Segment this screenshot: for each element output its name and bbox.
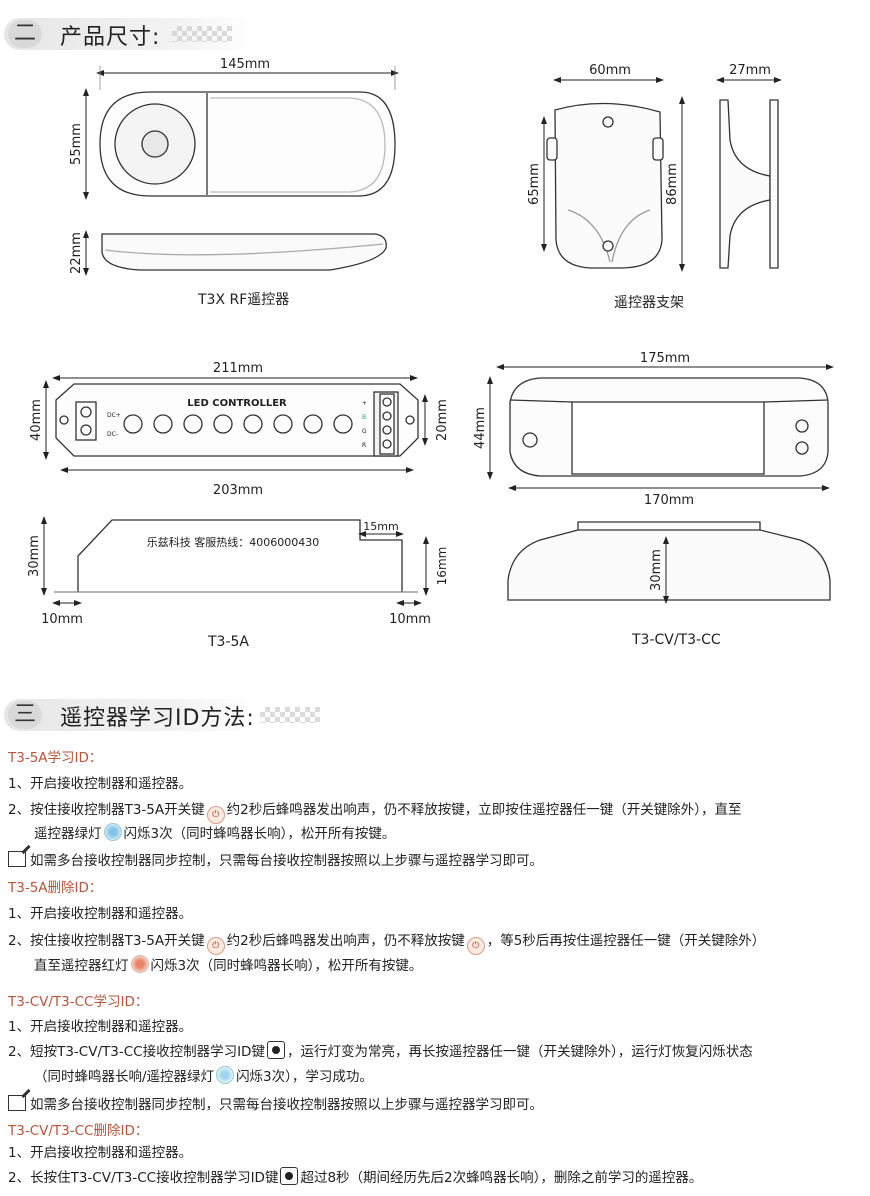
section-number: 二 <box>8 20 42 48</box>
t35-side-height-label: 30mm <box>27 535 42 577</box>
remote-width-label: 145mm <box>220 57 270 72</box>
step-text: 闪烁3次（同时蜂鸣器长响），松开所有按键。 <box>123 826 396 842</box>
t35-learn-step2-cont: 遥控器绿灯 闪烁3次（同时蜂鸣器长响），松开所有按键。 <box>34 822 395 842</box>
dimension-drawings: 145mm 55mm 22mm 60mm 65mm 86mm 27mm 211m… <box>27 57 834 627</box>
note-text: 如需多台接收控制器同步控制，只需每台接收控制器按照以上步骤与遥控器学习即可。 <box>30 1097 543 1113</box>
checker-decoration <box>260 707 320 723</box>
bracket-height2-label: 86mm <box>665 163 680 205</box>
section-header-learning: 三 遥控器学习ID方法: <box>4 695 334 735</box>
t35-height2-label: 20mm <box>435 399 450 441</box>
remote-side-view <box>101 233 387 271</box>
step-text: 2、按住接收控制器T3-5A开关键 <box>8 933 205 949</box>
bracket-caption: 遥控器支架 <box>614 295 684 311</box>
note-icon <box>8 1095 26 1111</box>
cv-delete-step2: 2、长按住T3-CV/T3-CC接收控制器学习ID键 超过8秒（期间经历先后2次蜂… <box>8 1166 702 1186</box>
note-icon <box>8 851 26 867</box>
cv-learn-step2: 2、短按T3-CV/T3-CC接收控制器学习ID键 ，运行灯变为常亮，再长按遥控器… <box>8 1040 753 1060</box>
learn-id-key-icon <box>266 1041 285 1059</box>
ch-b-label: B <box>362 414 366 421</box>
step-text: 约2秒后蜂鸣器发出响声，仍不释放按键 <box>226 933 465 949</box>
cv-side-height-label: 30mm <box>649 549 664 591</box>
t35-learn-title: T3-5A学习ID： <box>8 750 103 766</box>
remote-caption: T3X RF遥控器 <box>198 292 290 308</box>
step-text: 闪烁3次），学习成功。 <box>236 1069 373 1085</box>
bracket-width-label: 60mm <box>589 63 631 78</box>
t35-learn-step1: 1、开启接收控制器和遥控器。 <box>8 776 193 792</box>
step-text: ，运行灯变为常亮，再长按遥控器任一键（开关键除外），运行灯恢复闪烁状态 <box>286 1044 753 1060</box>
t35-top-view <box>55 383 419 457</box>
step-text: 2、按住接收控制器T3-5A开关键 <box>8 802 205 818</box>
remote-height-label: 55mm <box>69 123 84 165</box>
cv-width-label: 175mm <box>640 351 690 366</box>
cv-learn-title: T3-CV/T3-CC学习ID： <box>8 994 149 1010</box>
t35-width2-label: 203mm <box>213 483 263 498</box>
ch-g-label: G <box>362 428 367 435</box>
green-light-icon <box>103 823 122 841</box>
section-title: 遥控器学习ID方法: <box>60 706 255 731</box>
t35-side-view <box>54 519 418 593</box>
red-light-icon <box>130 955 149 973</box>
device-label: LED CONTROLLER <box>187 398 287 409</box>
section-title: 产品尺寸: <box>60 25 161 50</box>
step-text: 2、长按住T3-CV/T3-CC接收控制器学习ID键 <box>8 1170 279 1186</box>
bracket-height1-label: 65mm <box>527 163 542 205</box>
step-text: 直至遥控器红灯 <box>34 958 129 974</box>
cv-caption: T3-CV/T3-CC <box>632 632 721 648</box>
section-header-dimensions: 二 产品尺寸: <box>4 14 334 54</box>
cv-width2-label: 170mm <box>644 493 694 508</box>
bracket-side-view <box>719 99 779 269</box>
green-light-icon <box>216 1066 235 1084</box>
t35-height-label: 40mm <box>29 399 44 441</box>
step-text: 闪烁3次（同时蜂鸣器长响），松开所有按键。 <box>150 958 423 974</box>
ch-plus-label: + <box>362 400 367 407</box>
remote-thickness-label: 22mm <box>69 232 84 274</box>
step-text: 2、短按T3-CV/T3-CC接收控制器学习ID键 <box>8 1044 265 1060</box>
step-text: （同时蜂鸣器长响/遥控器绿灯 <box>34 1069 215 1085</box>
power-icon: ⏻ <box>206 937 225 955</box>
checker-decoration <box>172 26 232 42</box>
step-text: 约2秒后蜂鸣器发出响声，仍不释放按键，立即按住遥控器任一键（开关键除外），直至 <box>226 802 742 818</box>
t35-delete-step2: 2、按住接收控制器T3-5A开关键⏻约2秒后蜂鸣器发出响声，仍不释放按键⏻，等5… <box>8 929 765 955</box>
t35-learn-step2: 2、按住接收控制器T3-5A开关键⏻约2秒后蜂鸣器发出响声，仍不释放按键，立即按… <box>8 798 741 824</box>
step-text: 遥控器绿灯 <box>34 826 102 842</box>
note-1: 如需多台接收控制器同步控制，只需每台接收控制器按照以上步骤与遥控器学习即可。 <box>8 849 543 869</box>
ch-r-label: R <box>362 442 366 449</box>
dc-plus-label: DC+ <box>107 412 121 419</box>
header-pill <box>4 699 254 731</box>
learn-id-key-icon <box>280 1167 299 1185</box>
t35-side-top-label: 15mm <box>363 520 398 533</box>
t35-delete-title: T3-5A删除ID： <box>8 880 103 896</box>
cv-learn-step2-cont: （同时蜂鸣器长响/遥控器绿灯 闪烁3次），学习成功。 <box>34 1065 373 1085</box>
dc-minus-label: DC- <box>107 431 118 438</box>
section-number: 三 <box>8 701 42 729</box>
power-icon: ⏻ <box>466 937 485 955</box>
bracket-front-view <box>546 102 664 269</box>
note-text: 如需多台接收控制器同步控制，只需每台接收控制器按照以上步骤与遥控器学习即可。 <box>30 853 543 869</box>
t35-width-label: 211mm <box>213 361 263 376</box>
cv-height-label: 44mm <box>473 407 488 449</box>
bracket-depth-label: 27mm <box>729 63 771 78</box>
t35-delete-step2-cont: 直至遥控器红灯 闪烁3次（同时蜂鸣器长响），松开所有按键。 <box>34 954 422 974</box>
t35-caption: T3-5A <box>208 634 249 650</box>
power-icon: ⏻ <box>206 806 225 824</box>
cv-delete-step1: 1、开启接收控制器和遥控器。 <box>8 1145 193 1161</box>
t35-right-label: 10mm <box>389 612 431 627</box>
cv-top-view <box>509 377 829 477</box>
cv-learn-step1: 1、开启接收控制器和遥控器。 <box>8 1019 193 1035</box>
remote-top-view <box>99 91 396 197</box>
cv-delete-title: T3-CV/T3-CC删除ID： <box>8 1123 149 1139</box>
device-side-text: 乐兹科技 客服热线：4006000430 <box>147 535 319 549</box>
note-2: 如需多台接收控制器同步控制，只需每台接收控制器按照以上步骤与遥控器学习即可。 <box>8 1093 543 1113</box>
step-text: 超过8秒（期间经历先后2次蜂鸣器长响），删除之前学习的遥控器。 <box>300 1170 703 1186</box>
step-text: ，等5秒后再按住遥控器任一键（开关键除外） <box>486 933 766 949</box>
t35-left-label: 10mm <box>41 612 83 627</box>
t35-side-height2-label: 16mm <box>435 547 449 586</box>
cv-side-view <box>507 521 831 601</box>
t35-delete-step1: 1、开启接收控制器和遥控器。 <box>8 906 193 922</box>
